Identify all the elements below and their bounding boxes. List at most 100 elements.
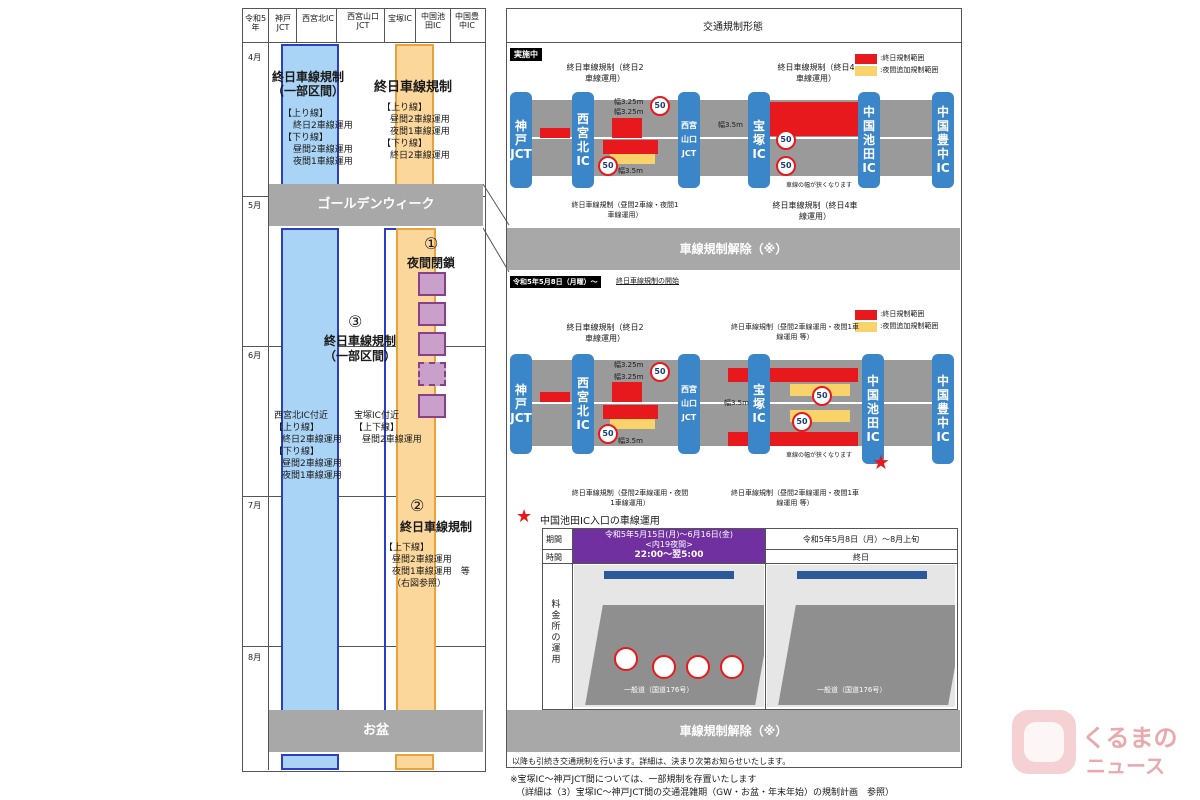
road176-label-a: 一般道（国道176号） (624, 686, 694, 694)
legend-red-label-2: :終日規制範囲 (880, 310, 925, 318)
month-june: 6月 (248, 351, 262, 360)
star-icon: ★ (516, 506, 533, 527)
d2-ic-nishinomiya-kita: 西宮北IC (572, 354, 594, 454)
legend-yellow-2 (855, 322, 877, 332)
night-close-label: 夜間閉鎖 (407, 256, 456, 270)
speed-sign: 50 (598, 424, 618, 444)
obon-band: お盆 (269, 710, 483, 752)
d1-narrow-note: 車線の幅が狭くなります (786, 182, 853, 189)
logo-sub: ニュース (1086, 754, 1165, 778)
block3-title: 終日車線規制（一部区間） (323, 334, 396, 363)
tbl-period-label: 期間 (546, 535, 562, 544)
d2-red-block (603, 405, 658, 419)
legend-yellow-label-2: :夜間追加規制範囲 (880, 322, 939, 330)
legend-red (855, 54, 877, 64)
d2-ic-ikeda: 中国池田IC (862, 354, 884, 464)
d2-width-b: 幅3.25m (614, 373, 644, 381)
d1-top-right-label: 終日車線規制（終日4車線運用） (777, 63, 855, 83)
tbl-col2-period: 令和5年5月8日（月）～8月上旬 (802, 535, 920, 544)
toll-scene-2: 一般道（国道176号） (767, 565, 955, 707)
d1-ic-toyonaka: 中国豊中IC (932, 92, 954, 188)
legend-red-label: :終日規制範囲 (880, 54, 925, 62)
tail-blue-bar (281, 754, 339, 770)
block3-number: ③ (348, 312, 363, 331)
release-band-1: 車線規制解除（※） (507, 228, 960, 270)
toll-scene-1: 一般道（国道176号） (574, 565, 764, 707)
speed-sign: 50 (598, 156, 618, 176)
road176-label-b: 一般道（国道176号） (817, 686, 887, 694)
schedule-table (242, 8, 486, 772)
month-july: 7月 (248, 501, 262, 510)
d1-red-block (603, 140, 658, 154)
speed-sign: 50 (812, 386, 832, 406)
d2-ic-takarazuka: 宝塚IC (748, 354, 770, 454)
logo-main: くるまの (1082, 724, 1178, 752)
night-close-box (418, 302, 446, 326)
block2-orange-bar (396, 228, 436, 712)
block1-left-title: 終日車線規制（一部区間） (272, 70, 345, 98)
night-close-box (418, 332, 446, 356)
d2-ic-kobe: 神戸JCT (510, 354, 532, 454)
d2-top-right-label: 終日車線規制（昼間2車線運用・夜間1車線運用 等） (731, 323, 859, 341)
speed-sign: 50 (792, 412, 812, 432)
d1-red-block (540, 128, 570, 138)
block2-title: 終日車線規制 (400, 520, 473, 534)
right-header: 交通規制形態 (703, 22, 763, 33)
d2-top-left-label: 終日車線規制（終日2車線運用） (566, 323, 644, 343)
d2-width-c: 幅3.5m (724, 399, 749, 407)
d1-ic-nishinomiya-kita: 西宮北IC (572, 92, 594, 188)
speed-sign: 50 (776, 156, 796, 176)
ikeda-title: 中国池田IC入口の車線運用 (540, 516, 660, 527)
d2-bottom-left-label: 終日車線規制（昼間2車線運用・夜間1車線運用） (571, 489, 689, 507)
speed-sign: 50 (776, 130, 796, 150)
d2-lane-line (530, 402, 940, 404)
d1-ic-nishinomiya-yamaguchi: 西宮山口JCT (678, 92, 700, 188)
legend-yellow-label: :夜間追加規制範囲 (880, 66, 939, 74)
tbl-col2-time: 終日 (853, 553, 869, 562)
d1-ic-takarazuka: 宝塚IC (748, 92, 770, 188)
d1-ic-ikeda: 中国池田IC (858, 92, 880, 188)
header-chugoku-toyonaka: 中国豊中IC (455, 12, 479, 30)
month-august: 8月 (248, 653, 262, 662)
block3-right-detail: 宝塚IC付近 【上下線】 昼間2車線運用 (354, 411, 422, 445)
block1-left-detail: 【上り線】 終日2車線運用 【下り線】 昼間2車線運用 夜間1車線運用 (283, 109, 353, 167)
d1-width-a: 幅3.25m (614, 98, 644, 106)
speed-sign: 50 (650, 96, 670, 116)
header-chugoku-ikeda: 中国池田IC (421, 12, 445, 30)
header-year: 令和5年 (244, 14, 267, 32)
d2-bottom-right-label: 終日車線規制（昼間2車線運用・夜間1車線運用 等） (731, 489, 859, 507)
note-continue: 以降も引続き交通規制を行います。詳細は、決まり次第お知らせいたします。 (512, 757, 791, 766)
d1-yellow-block (610, 154, 655, 164)
header-nishinomiya-yamaguchi: 西宮山口JCT (347, 12, 379, 30)
header-nishinomiya-kita: 西宮北IC (302, 14, 334, 23)
d2-ic-nishinomiya-yamaguchi: 西宮山口JCT (678, 354, 700, 454)
d2-red-block (612, 382, 642, 402)
block1-orange-bar (395, 44, 434, 188)
tail-orange-bar (395, 754, 434, 770)
footnote-2: （詳細は（3）宝塚IC～神戸JCT間の交通混雑期（GW・お盆・年末年始）の規制計… (516, 788, 894, 798)
kuruma-logo-inner (1024, 722, 1064, 762)
night-close-box (418, 272, 446, 296)
right-panel (506, 8, 962, 768)
tbl-col1-header: 令和5年5月15日(月)～6月16日(金) <内19夜間> 22:00～翌5:0… (573, 529, 765, 563)
month-april: 4月 (248, 53, 262, 62)
d2-red-block (540, 392, 570, 402)
d1-red-block (612, 118, 642, 138)
night-close-box (418, 394, 446, 418)
night-close-box (418, 362, 446, 386)
d2-yellow-block (610, 419, 655, 429)
block1-number: ① (424, 234, 439, 253)
block2-number: ② (410, 496, 425, 515)
tbl-time-label: 時間 (546, 553, 562, 562)
gw-band: ゴールデンウィーク (269, 184, 483, 226)
d1-width-c: 幅3.5m (718, 121, 743, 129)
header-takarazuka: 宝塚IC (388, 14, 412, 23)
legend-yellow (855, 66, 877, 76)
release-band-2: 車線規制解除（※） (507, 710, 960, 752)
d2-narrow-note: 車線の幅が狭くなります (786, 452, 853, 459)
footnote-1: ※宝塚IC～神戸JCT間については、一部規制を存置いたします (510, 775, 757, 785)
d2-width-a: 幅3.25m (614, 361, 644, 369)
legend-red-2 (855, 310, 877, 320)
d2-width-d: 幅3.5m (618, 437, 643, 445)
block1-right-detail: 【上り線】 昼間2車線運用 夜間1車線運用 【下り線】 終日2車線運用 (382, 103, 450, 161)
